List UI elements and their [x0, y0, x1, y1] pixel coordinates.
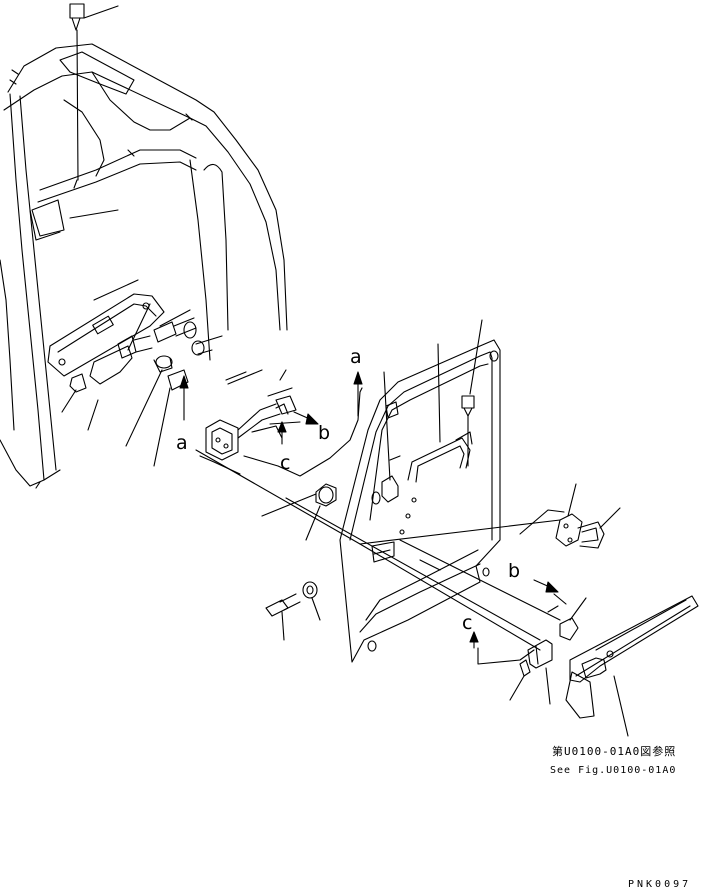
latch-bracket [519, 639, 553, 677]
lower-lining [565, 595, 699, 719]
arrow-c-right [469, 631, 479, 649]
lower-bolts [265, 581, 318, 617]
leader-lines [61, 5, 629, 737]
label-b-right: b [508, 560, 521, 582]
label-c-mid: c [280, 452, 291, 474]
reference-note-ja: 第U0100-01A0図参照 [552, 745, 677, 758]
label-b-mid: b [318, 422, 331, 444]
top-bolt [69, 3, 85, 189]
cab-body [0, 43, 288, 489]
arrow-b-right [533, 579, 559, 593]
striker [555, 513, 605, 549]
reference-note-en: See Fig.U0100-01A0 [550, 765, 677, 776]
door-panel [339, 339, 501, 663]
handle-bolts [385, 395, 475, 467]
hinge-plate [47, 293, 165, 385]
arrow-a-top [353, 371, 363, 417]
hinge-bolts [69, 317, 205, 393]
lever [315, 483, 337, 507]
arrow-b-mid [293, 411, 319, 425]
drawing-code: PNK0097 [628, 879, 692, 890]
door-handle [381, 431, 473, 503]
door-lock [205, 395, 301, 461]
assembly-center-lines [195, 449, 567, 665]
arrow-a-left [179, 375, 189, 421]
label-a-top: a [350, 346, 362, 368]
latch-bolt [547, 605, 579, 641]
arrow-c-mid [251, 421, 287, 445]
lock-rod [243, 387, 363, 477]
label-a-left: a [176, 432, 188, 454]
label-c-right: c [462, 612, 473, 634]
detail-marks [225, 371, 289, 415]
